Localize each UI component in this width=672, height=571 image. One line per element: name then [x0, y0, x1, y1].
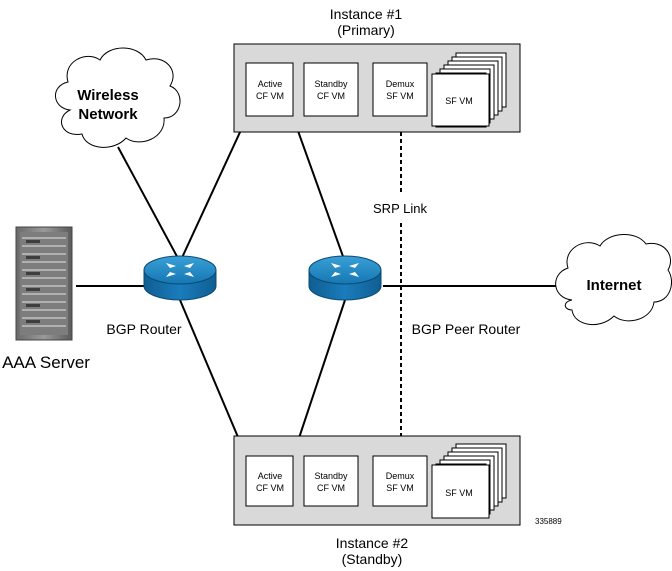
instance2-to-peer-router-link	[292, 299, 346, 457]
bgp-router-to-instance1-link	[179, 116, 248, 263]
wireless-network-line2: Network	[78, 106, 138, 123]
bgp-router-label: BGP Router	[106, 321, 182, 337]
internet-label: Internet	[586, 277, 641, 294]
connections	[76, 116, 560, 457]
instance1-active-cf-vm	[245, 62, 294, 117]
internet-cloud: Internet	[555, 234, 672, 325]
srp-link-label: SRP Link	[373, 201, 427, 216]
instance2-demux-sf-vm	[372, 455, 428, 507]
bgp-router-icon	[143, 255, 217, 301]
instance1-sf-vm-stack	[431, 52, 507, 128]
instance2-active-cf-line1: Active	[258, 471, 283, 481]
instance2-title: Instance #2	[336, 535, 409, 551]
instance1-standby-cf-line2: CF VM	[317, 91, 345, 101]
instance2-standby-cf-line1: Standby	[314, 471, 348, 481]
instance1-subtitle: (Primary)	[337, 22, 395, 38]
wireless-network-cloud: Wireless Network	[55, 47, 181, 148]
instance2-active-cf-line2: CF VM	[256, 483, 284, 493]
instance2-active-cf-vm	[245, 455, 294, 507]
bgp-peer-router-icon	[308, 255, 382, 301]
instance1-active-cf-line2: CF VM	[256, 91, 284, 101]
wireless-to-bgp-router-link	[117, 146, 181, 263]
instance1-standby-cf-vm	[303, 62, 359, 117]
figure-id: 335889	[535, 517, 562, 526]
bgp-peer-router-label: BGP Peer Router	[412, 321, 521, 337]
instance2-subtitle: (Standby)	[342, 551, 403, 567]
wireless-network-line1: Wireless	[77, 87, 139, 104]
instance1-standby-cf-line1: Standby	[314, 79, 348, 89]
instance1-to-peer-router-link	[292, 116, 346, 263]
instance2-sf-vm-stack	[431, 443, 507, 519]
bgp-router-to-instance2-link	[179, 299, 247, 457]
instance2-standby-cf-line2: CF VM	[317, 483, 345, 493]
aaa-server-icon	[15, 226, 73, 341]
instance1-demux-sf-line2: SF VM	[386, 91, 414, 101]
instance1-sf-vm-label: SF VM	[445, 96, 473, 106]
instance2-sf-vm-label: SF VM	[445, 488, 473, 498]
instance2-standby-cf-vm	[303, 455, 359, 507]
instance1-title: Instance #1	[330, 6, 403, 22]
aaa-server-label: AAA Server	[2, 353, 90, 372]
instance2-demux-sf-line2: SF VM	[386, 483, 414, 493]
instance1-active-cf-line1: Active	[258, 79, 283, 89]
instance1-demux-sf-vm	[372, 62, 428, 117]
instance1-demux-sf-line1: Demux	[386, 79, 415, 89]
instance2-demux-sf-line1: Demux	[386, 471, 415, 481]
